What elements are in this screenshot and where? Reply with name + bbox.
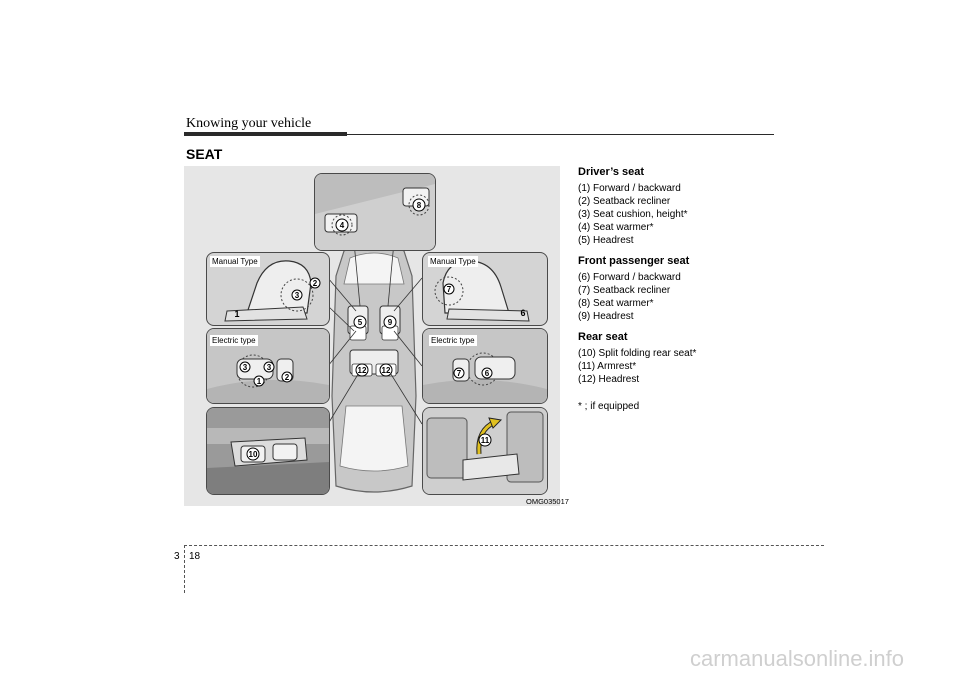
- legend-heading-passenger: Front passenger seat: [578, 255, 690, 267]
- legend-item: (4) Seat warmer*: [578, 222, 654, 233]
- panel-seat-warmers: 4 8: [314, 173, 436, 251]
- callout-2-electric: 2: [285, 373, 290, 382]
- callout-9: 9: [388, 318, 393, 327]
- car-top-view: 5 9 12 12: [327, 241, 423, 493]
- legend-item: (3) Seat cushion, height*: [578, 209, 688, 220]
- legend-item: (2) Seatback recliner: [578, 196, 671, 207]
- footer-rule: [184, 545, 824, 546]
- panel-electric-passenger: 7 6 Electric type: [422, 328, 548, 404]
- page-number: 18: [189, 551, 201, 562]
- legend-note: * ; if equipped: [578, 401, 640, 412]
- legend-item: (7) Seatback recliner: [578, 285, 671, 296]
- legend-item: (11) Armrest*: [578, 361, 637, 372]
- panel-manual-passenger: 7 6 Manual Type: [422, 252, 548, 326]
- panel-manual-driver: 3 2 1 Manual Type: [206, 252, 330, 326]
- callout-8: 8: [417, 201, 422, 210]
- legend-item: (1) Forward / backward: [578, 183, 681, 194]
- header-bar: [184, 132, 347, 136]
- seat-figure: 5 9 12 12 4 8 3 2: [184, 166, 560, 506]
- header-rule: [347, 134, 774, 135]
- legend-heading-rear: Rear seat: [578, 331, 628, 343]
- callout-1-electric: 1: [257, 377, 262, 386]
- callout-6-electric: 6: [485, 369, 490, 378]
- legend-item: (12) Headrest: [578, 374, 640, 385]
- watermark: carmanualsonline.info: [690, 646, 905, 671]
- callout-3-electric-b: 3: [267, 363, 272, 372]
- callout-3-electric-a: 3: [243, 363, 248, 372]
- callout-12-right: 12: [382, 366, 391, 375]
- callout-5: 5: [358, 318, 363, 327]
- callout-6-manual: 6: [520, 308, 525, 318]
- legend-item: (9) Headrest: [578, 311, 634, 322]
- label-manual-passenger: Manual Type: [428, 256, 478, 267]
- callout-7-manual: 7: [447, 285, 452, 294]
- callout-2-manual: 2: [313, 279, 318, 288]
- legend-item: (5) Headrest: [578, 235, 634, 246]
- panel-electric-driver: 3 3 1 2 Electric type: [206, 328, 330, 404]
- footer-vrule: [184, 545, 185, 593]
- legend-item: (6) Forward / backward: [578, 272, 681, 283]
- panel-split-folding: 10: [206, 407, 330, 495]
- callout-1-manual: 1: [234, 309, 239, 319]
- chapter-number: 3: [174, 551, 180, 562]
- legend-item: (10) Split folding rear seat*: [578, 348, 697, 359]
- header-title: Knowing your vehicle: [186, 116, 312, 131]
- callout-11: 11: [481, 436, 490, 445]
- legend-item: (8) Seat warmer*: [578, 298, 654, 309]
- callout-12-left: 12: [358, 366, 367, 375]
- label-electric-driver: Electric type: [210, 335, 258, 346]
- label-manual-driver: Manual Type: [210, 256, 260, 267]
- callout-3-manual: 3: [295, 291, 300, 300]
- label-electric-passenger: Electric type: [429, 335, 477, 346]
- figure-code: OMG035017: [526, 497, 569, 506]
- legend: Driver’s seat (1) Forward / backward (2)…: [578, 166, 778, 413]
- callout-7-electric: 7: [457, 369, 462, 378]
- callout-10: 10: [249, 450, 258, 459]
- callout-4: 4: [340, 221, 345, 230]
- legend-heading-driver: Driver’s seat: [578, 166, 645, 178]
- section-title: SEAT: [186, 146, 223, 162]
- panel-armrest: 11: [422, 407, 548, 495]
